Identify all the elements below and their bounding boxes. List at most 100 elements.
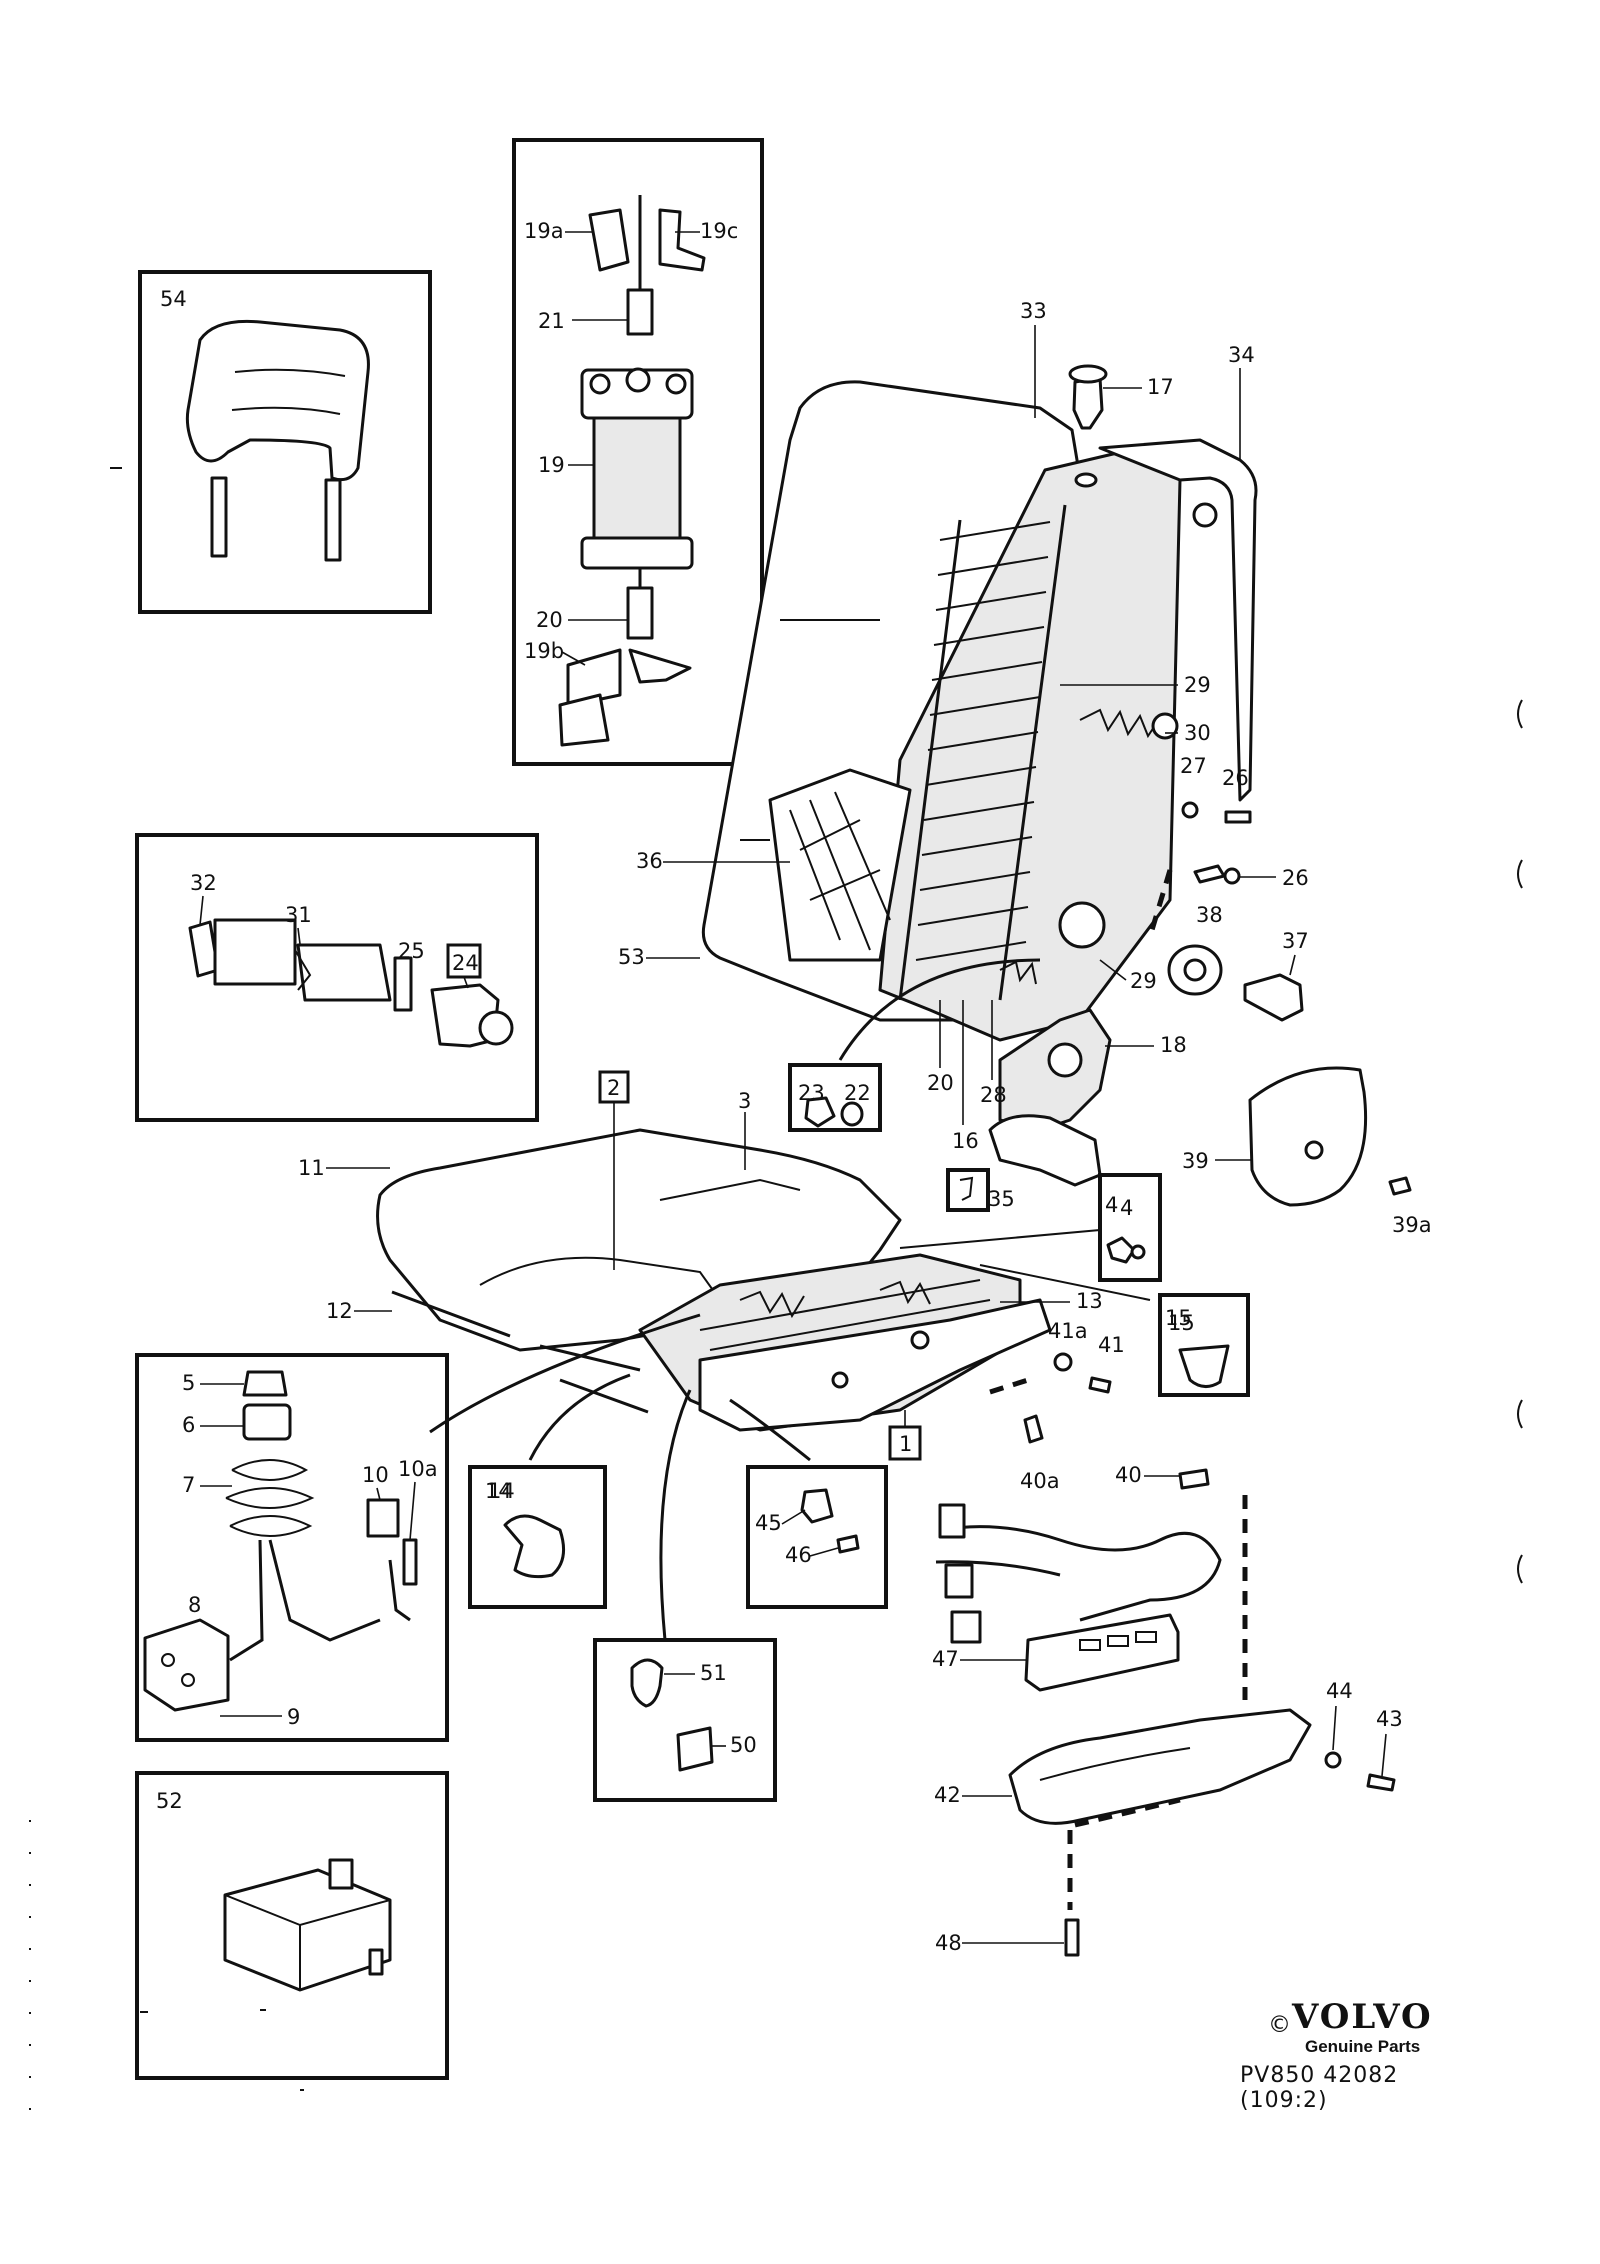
callout-label: 9 <box>287 1705 300 1729</box>
callout-label: 26 <box>1282 866 1309 890</box>
callout-label: 11 <box>298 1156 325 1180</box>
callout-label: 10 <box>362 1463 389 1487</box>
inset-spring-assembly <box>135 1353 449 1742</box>
washer-41a <box>1053 1352 1073 1372</box>
inset-relay: 52 <box>135 1771 449 2080</box>
callout-label: 46 <box>785 1543 812 1567</box>
callout-label: 22 <box>844 1081 871 1105</box>
callout-label: 16 <box>952 1129 979 1153</box>
callout-label: 36 <box>636 849 663 873</box>
callout-label: 19a <box>524 219 564 243</box>
bolt-40a <box>1023 1414 1044 1444</box>
callout-label: 12 <box>326 1299 353 1323</box>
callout-label: 6 <box>182 1413 195 1437</box>
box-35 <box>946 1168 990 1212</box>
callout-label: 17 <box>1147 375 1174 399</box>
inset-label-15: 15 <box>1168 1311 1195 1335</box>
inset-screw45 <box>746 1465 888 1609</box>
callout-label: 5 <box>182 1371 195 1395</box>
callout-label: 21 <box>538 309 565 333</box>
callout-label: 31 <box>285 903 312 927</box>
inset-clip4: 4 <box>1098 1173 1162 1282</box>
callout-label: 19 <box>538 453 565 477</box>
callout-label: 1 <box>899 1432 912 1456</box>
callout-label: 24 <box>452 951 479 975</box>
margin-marks <box>29 699 1523 2120</box>
callout-label: 14 <box>488 1479 515 1503</box>
cover-39 <box>1248 1066 1412 1207</box>
clip-35 <box>959 1176 974 1201</box>
callout-label: 8 <box>188 1593 201 1617</box>
branding-block: © VOLVO Genuine Parts PV850 42082 (109:2… <box>1240 1997 1433 2113</box>
cable-leader <box>429 1313 701 1434</box>
callout-label: 15 <box>1165 1306 1192 1330</box>
motor-illustration <box>558 195 706 747</box>
callout-labels: 19a 19c 21 19 20 19b 33 17 34 29 30 27 2… <box>182 219 1432 1955</box>
callout-label: 51 <box>700 1661 727 1685</box>
callout-label: 41 <box>1098 1333 1125 1357</box>
callout-label: 33 <box>1020 299 1047 323</box>
clip4-leader <box>899 1229 1101 1249</box>
callout-label: 39 <box>1182 1149 1209 1173</box>
inset-label-52: 52 <box>156 1789 183 1813</box>
callout-label: 23 <box>798 1081 825 1105</box>
callout-label: 41a <box>1048 1319 1088 1343</box>
seat-cushion <box>376 1128 1052 1432</box>
inset-label-14: 14 <box>485 1479 512 1503</box>
callout-label: 29 <box>1130 969 1157 993</box>
callout-label: 48 <box>935 1931 962 1955</box>
callout-label: 29 <box>1184 673 1211 697</box>
callout-label: 20 <box>536 608 563 632</box>
callout-label: 43 <box>1376 1707 1403 1731</box>
callout-label: 45 <box>755 1511 782 1535</box>
callout-label: 19c <box>700 219 738 243</box>
clip15-leader <box>979 1264 1151 1301</box>
callout-label: 37 <box>1282 929 1309 953</box>
callout-label: 26 <box>1222 766 1249 790</box>
callout-label: 44 <box>1326 1679 1353 1703</box>
inset-headrest: 54 <box>138 270 432 614</box>
inset-clip51 <box>593 1638 777 1802</box>
headrest-illustration <box>185 319 370 562</box>
inset-motor <box>512 138 764 766</box>
page-reference: (109:2) <box>1240 2088 1328 2113</box>
volvo-logo: VOLVO <box>1291 1997 1433 2037</box>
callout-label: 25 <box>398 939 425 963</box>
callout-label: 18 <box>1160 1033 1187 1057</box>
inset-label-54: 54 <box>160 287 187 311</box>
callout-label: 32 <box>190 871 217 895</box>
callout-label: 53 <box>618 945 645 969</box>
callout-label: 39a <box>1392 1213 1432 1237</box>
callout-label: 40a <box>1020 1469 1060 1493</box>
callout-label: 50 <box>730 1733 757 1757</box>
callout-label: 40 <box>1115 1463 1142 1487</box>
bolt-41 <box>1088 1376 1112 1394</box>
washer-22 <box>840 1101 864 1127</box>
callout-label: 38 <box>1196 903 1223 927</box>
inset-label-4: 4 <box>1120 1196 1133 1220</box>
box-23-22 <box>788 1063 882 1132</box>
callout-label: 35 <box>988 1187 1015 1211</box>
genuine-parts-label: Genuine Parts <box>1305 2037 1420 2056</box>
inset-clip14: 14 <box>468 1465 607 1609</box>
callout-label: 2 <box>607 1076 620 1100</box>
callout-label: 10a <box>398 1457 438 1481</box>
callout-label: 27 <box>1180 754 1207 778</box>
callout-label: 42 <box>934 1783 961 1807</box>
callout-label: 28 <box>980 1083 1007 1107</box>
harness-switch <box>935 1495 1396 1957</box>
clip51-leader <box>659 1389 692 1641</box>
callout-label: 19b <box>524 639 564 663</box>
callout-label: 3 <box>738 1089 751 1113</box>
callout-label: 47 <box>932 1647 959 1671</box>
callout-label: 7 <box>182 1473 195 1497</box>
clip14-leader <box>528 1373 631 1461</box>
seat-back <box>701 364 1304 1187</box>
part-reference-code: PV850 42082 <box>1240 2063 1398 2088</box>
callout-label: 4 <box>1105 1193 1118 1217</box>
callout-label: 30 <box>1184 721 1211 745</box>
callout-label: 13 <box>1076 1289 1103 1313</box>
copyright-symbol: © <box>1268 2012 1291 2038</box>
callout-label: 34 <box>1228 343 1255 367</box>
